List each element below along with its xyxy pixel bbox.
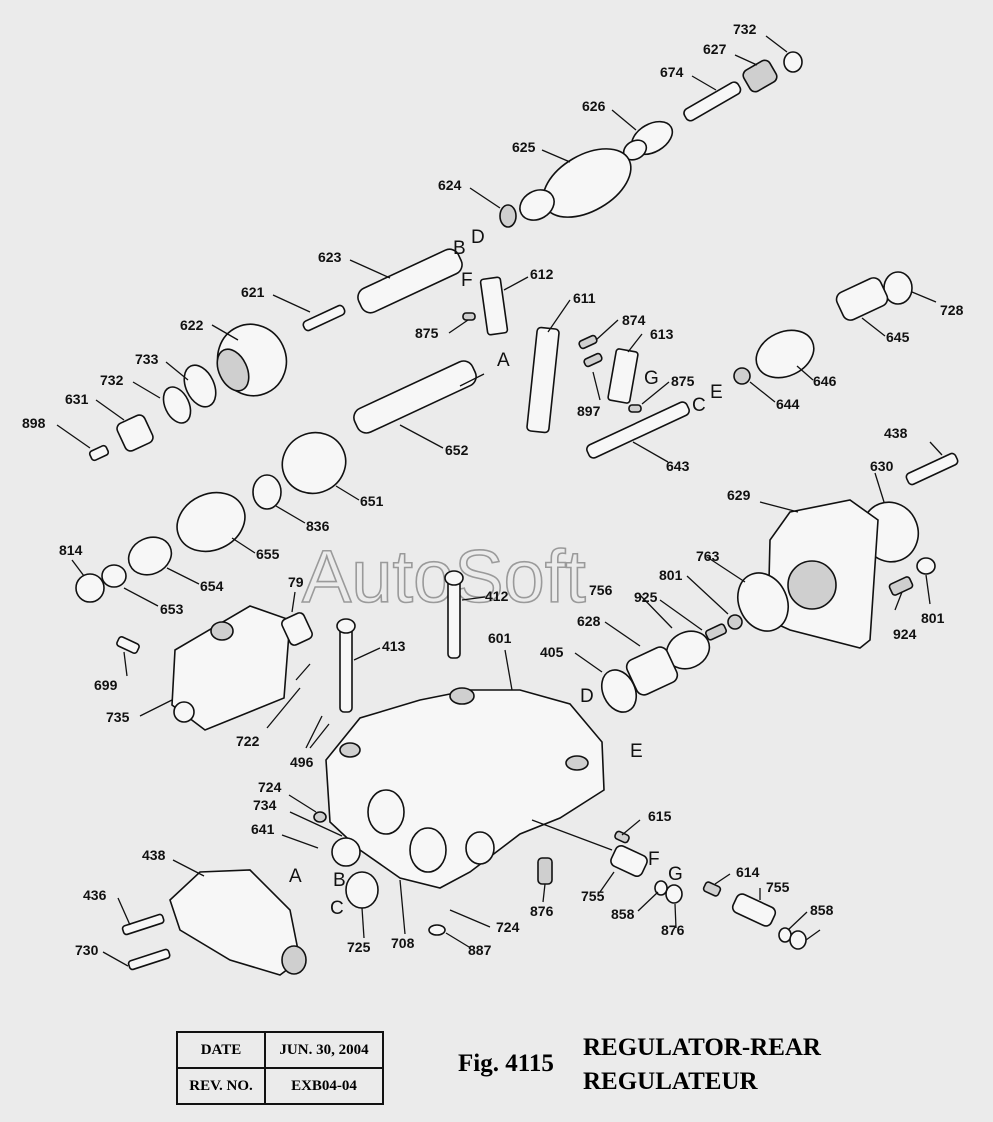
- connection-letters: A B C D E F G A B C D E F G: [289, 227, 723, 919]
- part-number: 898: [22, 415, 46, 431]
- part-number: 652: [445, 442, 469, 458]
- leader-lines: [56, 35, 943, 967]
- part-number: 654: [200, 578, 224, 594]
- part-number: 79: [288, 574, 304, 590]
- connection-letter: G: [668, 864, 683, 885]
- connection-letter: C: [692, 395, 706, 416]
- part-number: 653: [160, 601, 184, 617]
- part-number: 614: [736, 864, 760, 880]
- connection-letter: G: [644, 368, 659, 389]
- connection-letter: D: [580, 686, 594, 707]
- part-number: 621: [241, 284, 265, 300]
- part-number: 625: [512, 139, 536, 155]
- connection-letter: A: [497, 350, 510, 371]
- part-number: 699: [94, 677, 118, 693]
- exploded-parts-diagram: AutoSoft: [22, 21, 964, 976]
- connection-letter: B: [333, 870, 346, 891]
- part-number: 756: [589, 582, 613, 598]
- part-number: 646: [813, 373, 837, 389]
- part-number: 627: [703, 41, 727, 57]
- part-number: 887: [468, 942, 492, 958]
- part-number: 728: [940, 302, 964, 318]
- part-number: 801: [659, 567, 683, 583]
- revision-info-table: DATE JUN. 30, 2004 REV. NO. EXB04-04: [176, 1031, 384, 1105]
- part-number: 626: [582, 98, 606, 114]
- part-number: 645: [886, 329, 910, 345]
- connection-letter: F: [461, 270, 473, 291]
- watermark: AutoSoft: [302, 535, 586, 618]
- connection-letter: D: [471, 227, 485, 248]
- part-number: 876: [530, 903, 554, 919]
- part-number: 615: [648, 808, 672, 824]
- part-number: 730: [75, 942, 99, 958]
- part-number: 897: [577, 403, 601, 419]
- part-number: 628: [577, 613, 601, 629]
- rev-label: REV. NO.: [176, 1067, 266, 1105]
- connection-letter: C: [330, 898, 344, 919]
- part-number: 613: [650, 326, 674, 342]
- part-number: 405: [540, 644, 564, 660]
- part-number: 708: [391, 935, 415, 951]
- part-number: 733: [135, 351, 159, 367]
- part-number: 624: [438, 177, 462, 193]
- part-number: 651: [360, 493, 384, 509]
- part-number: 622: [180, 317, 204, 333]
- part-number: 438: [884, 425, 908, 441]
- part-number: 924: [893, 626, 917, 642]
- connection-letter: A: [289, 866, 302, 887]
- part-number: 630: [870, 458, 894, 474]
- connection-letter: F: [648, 849, 660, 870]
- part-number: 643: [666, 458, 690, 474]
- part-number: 496: [290, 754, 314, 770]
- part-number: 724: [496, 919, 520, 935]
- part-number: 611: [573, 290, 596, 306]
- part-number: 725: [347, 939, 371, 955]
- part-number: 612: [530, 266, 554, 282]
- part-number: 724: [258, 779, 282, 795]
- part-number: 644: [776, 396, 800, 412]
- part-number: 732: [100, 372, 124, 388]
- part-number: 763: [696, 548, 720, 564]
- part-number: 836: [306, 518, 330, 534]
- date-label: DATE: [176, 1031, 266, 1069]
- part-number: 874: [622, 312, 646, 328]
- part-number: 631: [65, 391, 89, 407]
- part-number: 876: [661, 922, 685, 938]
- part-number: 413: [382, 638, 406, 654]
- figure-number: Fig. 4115: [458, 1050, 554, 1077]
- part-number: 755: [766, 879, 790, 895]
- part-number: 801: [921, 610, 945, 626]
- part-number: 875: [671, 373, 695, 389]
- part-number: 814: [59, 542, 83, 558]
- part-number: 623: [318, 249, 342, 265]
- part-number: 925: [634, 589, 658, 605]
- connection-letter: B: [453, 238, 466, 259]
- part-number: 734: [253, 797, 277, 813]
- connection-letter: E: [630, 741, 643, 762]
- part-number: 858: [611, 906, 635, 922]
- part-number: 629: [727, 487, 751, 503]
- figure-title-french: REGULATEUR: [583, 1068, 758, 1095]
- part-number: 438: [142, 847, 166, 863]
- part-shapes: [75, 51, 959, 976]
- part-number: 601: [488, 630, 512, 646]
- figure-title-english: REGULATOR-REAR: [583, 1034, 821, 1061]
- part-number: 755: [581, 888, 605, 904]
- part-number: 674: [660, 64, 684, 80]
- connection-letter: E: [710, 382, 723, 403]
- rev-value: EXB04-04: [264, 1067, 384, 1105]
- date-value: JUN. 30, 2004: [264, 1031, 384, 1069]
- part-number: 412: [485, 588, 509, 604]
- part-number-labels: 732 627 674 626 625 624 623 612 611 621 …: [22, 21, 964, 958]
- part-number: 732: [733, 21, 757, 37]
- part-number: 641: [251, 821, 275, 837]
- part-number: 655: [256, 546, 280, 562]
- part-number: 722: [236, 733, 260, 749]
- part-number: 436: [83, 887, 107, 903]
- part-number: 858: [810, 902, 834, 918]
- part-number: 875: [415, 325, 439, 341]
- part-number: 735: [106, 709, 130, 725]
